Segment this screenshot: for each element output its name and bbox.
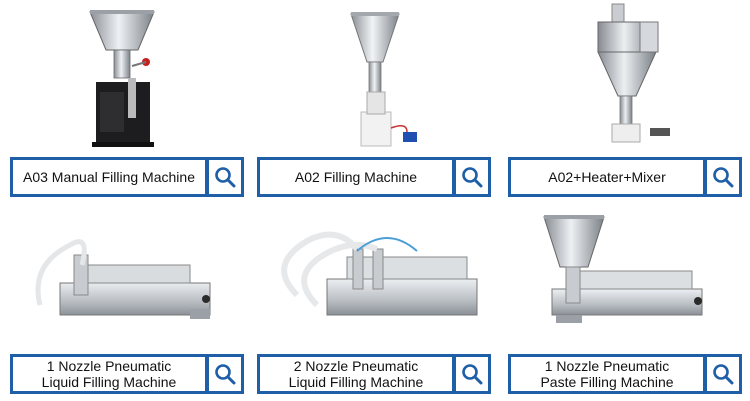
- product-label[interactable]: 2 Nozzle Pneumatic Liquid Filling Machin…: [260, 357, 452, 391]
- search-button[interactable]: [209, 160, 241, 194]
- search-button[interactable]: [707, 160, 739, 194]
- product-image-1-nozzle-paste[interactable]: [508, 205, 744, 355]
- search-icon: [215, 167, 236, 188]
- search-icon: [462, 364, 483, 385]
- product-search-bar: 2 Nozzle Pneumatic Liquid Filling Machin…: [257, 354, 491, 394]
- product-image-a03[interactable]: [10, 0, 246, 150]
- product-search-bar: A02 Filling Machine: [257, 157, 491, 197]
- search-button[interactable]: [456, 357, 488, 391]
- product-image-2-nozzle-liquid[interactable]: [257, 205, 493, 355]
- product-search-bar: 1 Nozzle Pneumatic Paste Filling Machine: [508, 354, 742, 394]
- product-search-bar: A03 Manual Filling Machine: [10, 157, 244, 197]
- search-button[interactable]: [707, 357, 739, 391]
- search-icon: [215, 364, 236, 385]
- product-image-a02[interactable]: [257, 0, 493, 150]
- product-image-1-nozzle-liquid[interactable]: [10, 205, 246, 355]
- search-button[interactable]: [209, 357, 241, 391]
- search-icon: [713, 167, 734, 188]
- product-label[interactable]: A02 Filling Machine: [260, 160, 452, 194]
- product-search-bar: A02+Heater+Mixer: [508, 157, 742, 197]
- search-icon: [713, 364, 734, 385]
- product-image-a02-heater-mixer[interactable]: [508, 0, 744, 150]
- search-button[interactable]: [456, 160, 488, 194]
- product-label[interactable]: 1 Nozzle Pneumatic Liquid Filling Machin…: [13, 357, 205, 391]
- product-label[interactable]: A02+Heater+Mixer: [511, 160, 703, 194]
- product-label[interactable]: A03 Manual Filling Machine: [13, 160, 205, 194]
- search-icon: [462, 167, 483, 188]
- product-search-bar: 1 Nozzle Pneumatic Liquid Filling Machin…: [10, 354, 244, 394]
- product-label[interactable]: 1 Nozzle Pneumatic Paste Filling Machine: [511, 357, 703, 391]
